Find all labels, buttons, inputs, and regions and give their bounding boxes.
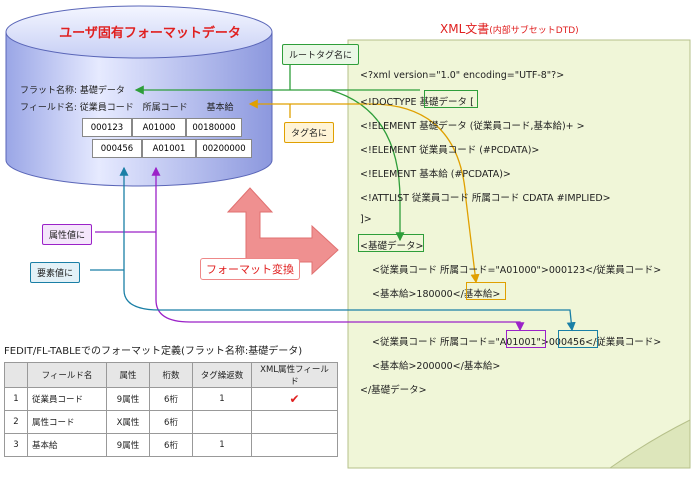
flat-name-key: フラット名称:	[20, 86, 78, 96]
xml-line: <!ELEMENT 基本給 (#PCDATA)>	[360, 169, 511, 180]
data-cell: 00180000	[186, 118, 242, 137]
table-cell: 6桁	[149, 387, 193, 411]
xml-document-page	[347, 39, 691, 469]
xml-line: </基礎データ>	[360, 385, 427, 396]
table-cell: 3	[4, 433, 28, 457]
xml-line: <基本給>180000</基本給>	[372, 289, 501, 300]
purple-arrow	[95, 166, 525, 332]
xml-line: <!ELEMENT 基礎データ (従業員コード,基本給)+ >	[360, 121, 585, 132]
convert-label: フォーマット変換	[200, 258, 300, 280]
header-cell: タグ繰返数	[192, 362, 252, 388]
flat-name-value: 基礎データ	[79, 86, 125, 96]
field-name-3: 基本給	[206, 103, 234, 113]
header-cell	[4, 362, 28, 388]
highlight-root-doctype	[424, 90, 478, 108]
table-cell: 1	[192, 433, 252, 457]
check-icon: ✔	[251, 387, 338, 411]
data-cell: 000123	[82, 118, 132, 137]
table-row: 3 基本給 9属性 6桁 1	[4, 433, 338, 457]
data-cell: 000456	[92, 139, 142, 158]
highlight-attr-value	[506, 330, 546, 348]
xml-title-sub: (内部サブセットDTD)	[489, 26, 579, 36]
table-cell	[251, 433, 338, 457]
table-cell: 従業員コード	[27, 387, 107, 411]
callout-root-tag: ルートタグ名に	[282, 44, 360, 65]
header-cell: 属性	[106, 362, 150, 388]
highlight-tag-name	[466, 282, 506, 300]
data-cell: A01000	[132, 118, 186, 137]
table-cell: 属性コード	[27, 410, 107, 434]
xml-line: <!ELEMENT 従業員コード (#PCDATA)>	[360, 145, 540, 156]
orange-arrows	[248, 99, 480, 284]
xml-line: ]>	[360, 214, 372, 225]
data-cell: 00200000	[196, 139, 252, 158]
table-cell: 1	[4, 387, 28, 411]
field-name-key: フィールド名:	[20, 103, 77, 113]
xml-line: <基本給>200000</基本給>	[372, 361, 501, 372]
table-cell	[251, 410, 338, 434]
table-cell: 2	[4, 410, 28, 434]
table-cell: X属性	[106, 410, 150, 434]
callout-tag-name: タグ名に	[284, 122, 335, 143]
highlight-elem-value	[558, 330, 598, 348]
header-cell: フィールド名	[27, 362, 107, 388]
table-row: 1 従業員コード 9属性 6桁 1 ✔	[4, 387, 338, 411]
teal-arrow	[90, 166, 576, 332]
header-cell: XML属性フィールド	[251, 362, 338, 388]
table-cell: 6桁	[149, 433, 193, 457]
table-cell: 基本給	[27, 433, 107, 457]
format-definition-table: フィールド名 属性 桁数 タグ繰返数 XML属性フィールド 1 従業員コード 9…	[4, 362, 338, 457]
field-name-label: フィールド名: 従業員コード 所属コード 基本給	[20, 100, 234, 113]
data-cell: A01001	[142, 139, 196, 158]
table-cell: 6桁	[149, 410, 193, 434]
callout-elem-value: 要素値に	[30, 262, 81, 283]
xml-doc-title: XML文書(内部サブセットDTD)	[440, 20, 579, 37]
table-cell: 9属性	[106, 433, 150, 457]
flat-name-label: フラット名称: 基礎データ	[20, 83, 125, 96]
callout-attr-value: 属性値に	[42, 224, 93, 245]
table-row: 2 属性コード X属性 6桁	[4, 410, 338, 434]
green-arrows	[134, 60, 420, 242]
xml-title-main: XML文書	[440, 22, 490, 36]
xml-line: <従業員コード 所属コード="A01000">000123</従業員コード>	[372, 265, 662, 276]
field-name-1: 従業員コード	[79, 103, 134, 113]
xml-line: <?xml version="1.0" encoding="UTF-8"?>	[360, 70, 565, 81]
field-name-2: 所属コード	[142, 103, 188, 113]
database-title: ユーザ固有フォーマットデータ	[59, 26, 241, 41]
table-header-row: フィールド名 属性 桁数 タグ繰返数 XML属性フィールド	[4, 362, 338, 388]
xml-line: <基礎データ>	[360, 241, 424, 252]
xml-line: <!DOCTYPE 基礎データ [	[360, 97, 474, 108]
table-caption: FEDIT/FL-TABLEでのフォーマット定義(フラット名称:基礎データ)	[4, 346, 303, 357]
highlight-root-tag	[358, 234, 424, 252]
xml-line: <従業員コード 所属コード="A01001">000456</従業員コード>	[372, 337, 662, 348]
header-cell: 桁数	[149, 362, 193, 388]
table-cell: 1	[192, 387, 252, 411]
table-cell: 9属性	[106, 387, 150, 411]
table-cell	[192, 410, 252, 434]
xml-line: <!ATTLIST 従業員コード 所属コード CDATA #IMPLIED>	[360, 193, 611, 204]
